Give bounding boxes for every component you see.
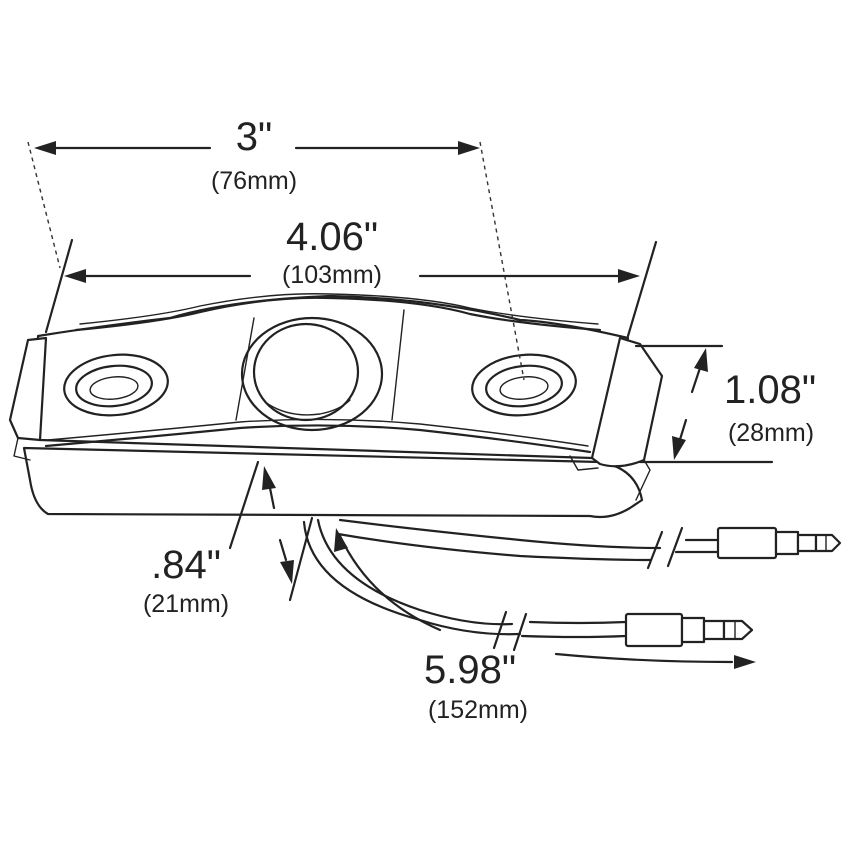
height-mm-label: (21mm) — [143, 590, 229, 618]
lead-end-line — [554, 652, 734, 664]
right-end-tab — [635, 459, 651, 501]
height-leader-line — [228, 460, 260, 550]
height-arrowhead-bottom — [280, 560, 294, 584]
lamp-housing — [8, 293, 664, 519]
height-extension-line — [288, 516, 314, 602]
mount-spacing-inches-label: 3" — [236, 115, 272, 159]
wire-break-1 — [646, 530, 664, 570]
bullet-connector-upper — [716, 526, 842, 560]
wire-lower-bottom — [302, 520, 522, 636]
height-inches-label: .84" — [151, 543, 221, 587]
lead-arc-line — [338, 534, 442, 632]
length-arrowhead-right — [618, 269, 640, 283]
wire-break-4 — [512, 612, 528, 652]
wire-leads — [302, 518, 722, 652]
mounting-hole-left — [63, 353, 169, 417]
lead-arrowhead-end — [734, 655, 756, 669]
wire-lower-top — [316, 518, 514, 626]
width-mm-label: (28mm) — [728, 419, 814, 447]
bullet-connector-lower — [624, 612, 754, 648]
dimension-width: 1.08" (28mm) — [634, 344, 816, 464]
lamp-top-curve-inner — [79, 293, 599, 325]
left-end-tab — [13, 437, 31, 461]
arrowhead-left — [34, 141, 56, 155]
wire-lower-continue-bottom — [520, 634, 628, 639]
width-arrowhead-bottom — [672, 436, 686, 460]
lead-length-inches-label: 5.98" — [424, 648, 516, 692]
wire-lower-continue-top — [528, 620, 628, 625]
lens-inner-ring — [267, 399, 351, 416]
dimension-height: .84" (21mm) — [143, 460, 314, 618]
width-line-top — [690, 366, 702, 394]
left-end-cap — [8, 336, 48, 442]
wire-break-2 — [666, 526, 684, 568]
mount-spacing-mm-label: (76mm) — [211, 167, 297, 195]
extension-line-left-mount — [27, 141, 61, 269]
lens — [240, 316, 384, 432]
height-line-bottom — [278, 538, 288, 562]
extension-line-right-length — [626, 240, 658, 338]
dimension-length: 4.06" (103mm) — [44, 215, 658, 338]
lens-divider-left — [235, 317, 255, 421]
lamp-top-curve — [74, 296, 602, 332]
lamp-base — [22, 446, 644, 519]
wire-upper-top — [338, 518, 662, 550]
lens-divider-right — [391, 309, 405, 421]
lead-length-mm-label: (152mm) — [428, 696, 528, 724]
width-arrowhead-top — [694, 348, 708, 372]
length-inches-label: 4.06" — [286, 215, 378, 259]
dimension-mount-spacing: 3" (76mm) — [27, 115, 525, 381]
right-end-cap — [590, 336, 664, 468]
height-line-top — [268, 486, 276, 510]
wire-upper-bottom — [336, 532, 652, 562]
extension-line-left-length — [44, 238, 74, 334]
wire-break-3 — [492, 610, 508, 650]
lamp-channel-lower — [44, 424, 592, 454]
arrowhead-right — [458, 141, 480, 155]
lamp-channel-lower-inner — [47, 418, 589, 447]
width-inches-label: 1.08" — [724, 368, 816, 412]
length-mm-label: (103mm) — [282, 261, 382, 289]
right-corner-notch — [569, 455, 599, 471]
height-arrowhead-top — [262, 466, 276, 490]
dimension-lead-length: 5.98" (152mm) — [334, 528, 756, 724]
extension-line-right-mount — [479, 141, 525, 381]
lead-arrowhead-start — [334, 528, 348, 552]
length-arrowhead-left — [64, 269, 86, 283]
